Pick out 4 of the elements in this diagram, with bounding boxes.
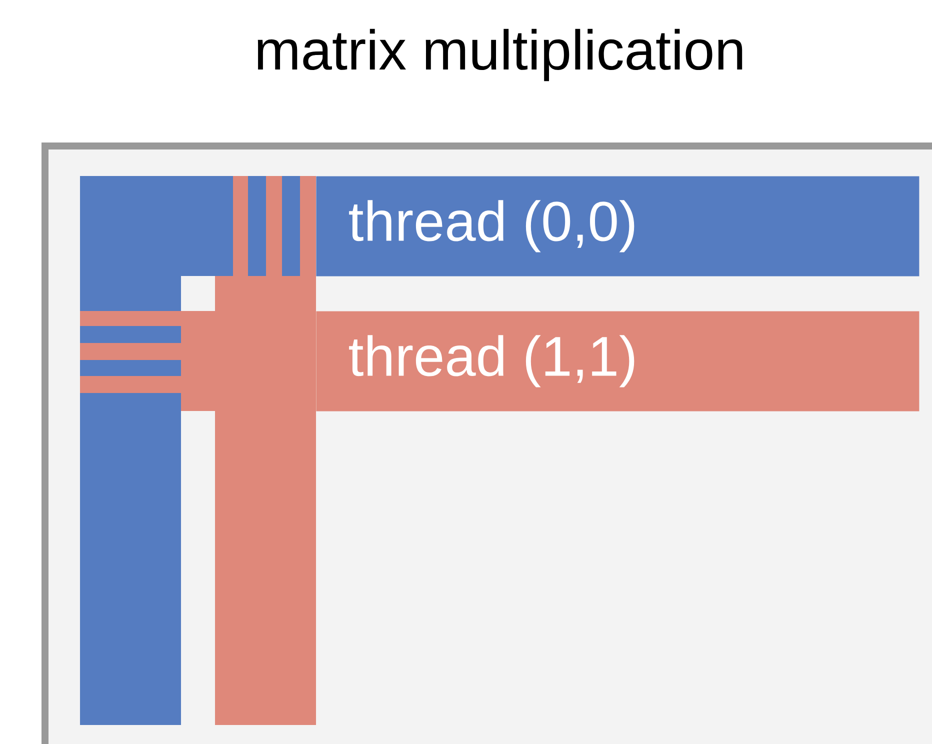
thread-band: thread (0,0) xyxy=(316,176,920,276)
thread-band: thread (1,1) xyxy=(316,311,920,412)
title: matrix multiplication xyxy=(258,28,742,82)
node-label: thread (1,1) xyxy=(349,335,634,388)
